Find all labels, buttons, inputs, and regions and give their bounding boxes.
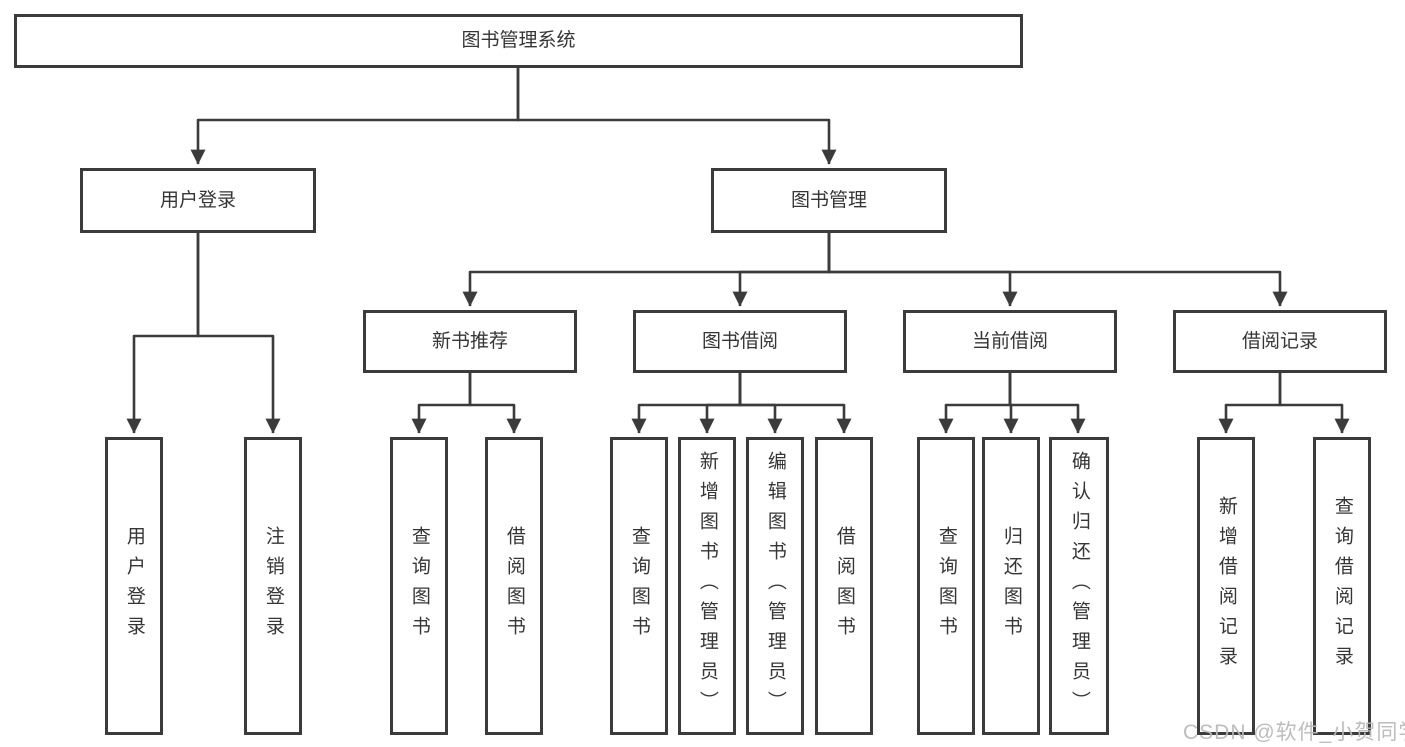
leaf-current-return-books: 归还图书 xyxy=(982,437,1040,735)
leaf-records-add-record: 新增借阅记录 xyxy=(1197,437,1255,735)
leaf-newrec-query-books: 查询图书 xyxy=(390,437,448,735)
leaf-borrow-add-books-admin: 新增图书（管理员） xyxy=(678,437,736,735)
leaf-records-query-record: 查询借阅记录 xyxy=(1313,437,1371,735)
leaf-borrow-query-books: 查询图书 xyxy=(610,437,668,735)
node-book-management: 图书管理 xyxy=(711,168,947,233)
csdn-watermark: CSDN @软件_小贺同学 xyxy=(1183,721,1405,744)
node-book-borrowing: 图书借阅 xyxy=(633,310,847,373)
leaf-current-confirm-return-admin: 确认归还（管理员） xyxy=(1049,437,1109,735)
node-borrow-records: 借阅记录 xyxy=(1173,310,1387,373)
leaf-borrow-edit-books-admin: 编辑图书（管理员） xyxy=(746,437,804,735)
leaf-current-query-books: 查询图书 xyxy=(917,437,975,735)
node-new-book-recommend: 新书推荐 xyxy=(363,310,577,373)
node-current-borrowing: 当前借阅 xyxy=(903,310,1117,373)
leaf-newrec-borrow-books: 借阅图书 xyxy=(485,437,543,735)
leaf-logout: 注销登录 xyxy=(244,437,302,735)
node-library-management-system: 图书管理系统 xyxy=(14,14,1023,68)
node-user-login: 用户登录 xyxy=(80,168,316,233)
leaf-borrow-borrow-books: 借阅图书 xyxy=(815,437,873,735)
leaf-user-login: 用户登录 xyxy=(105,437,163,735)
